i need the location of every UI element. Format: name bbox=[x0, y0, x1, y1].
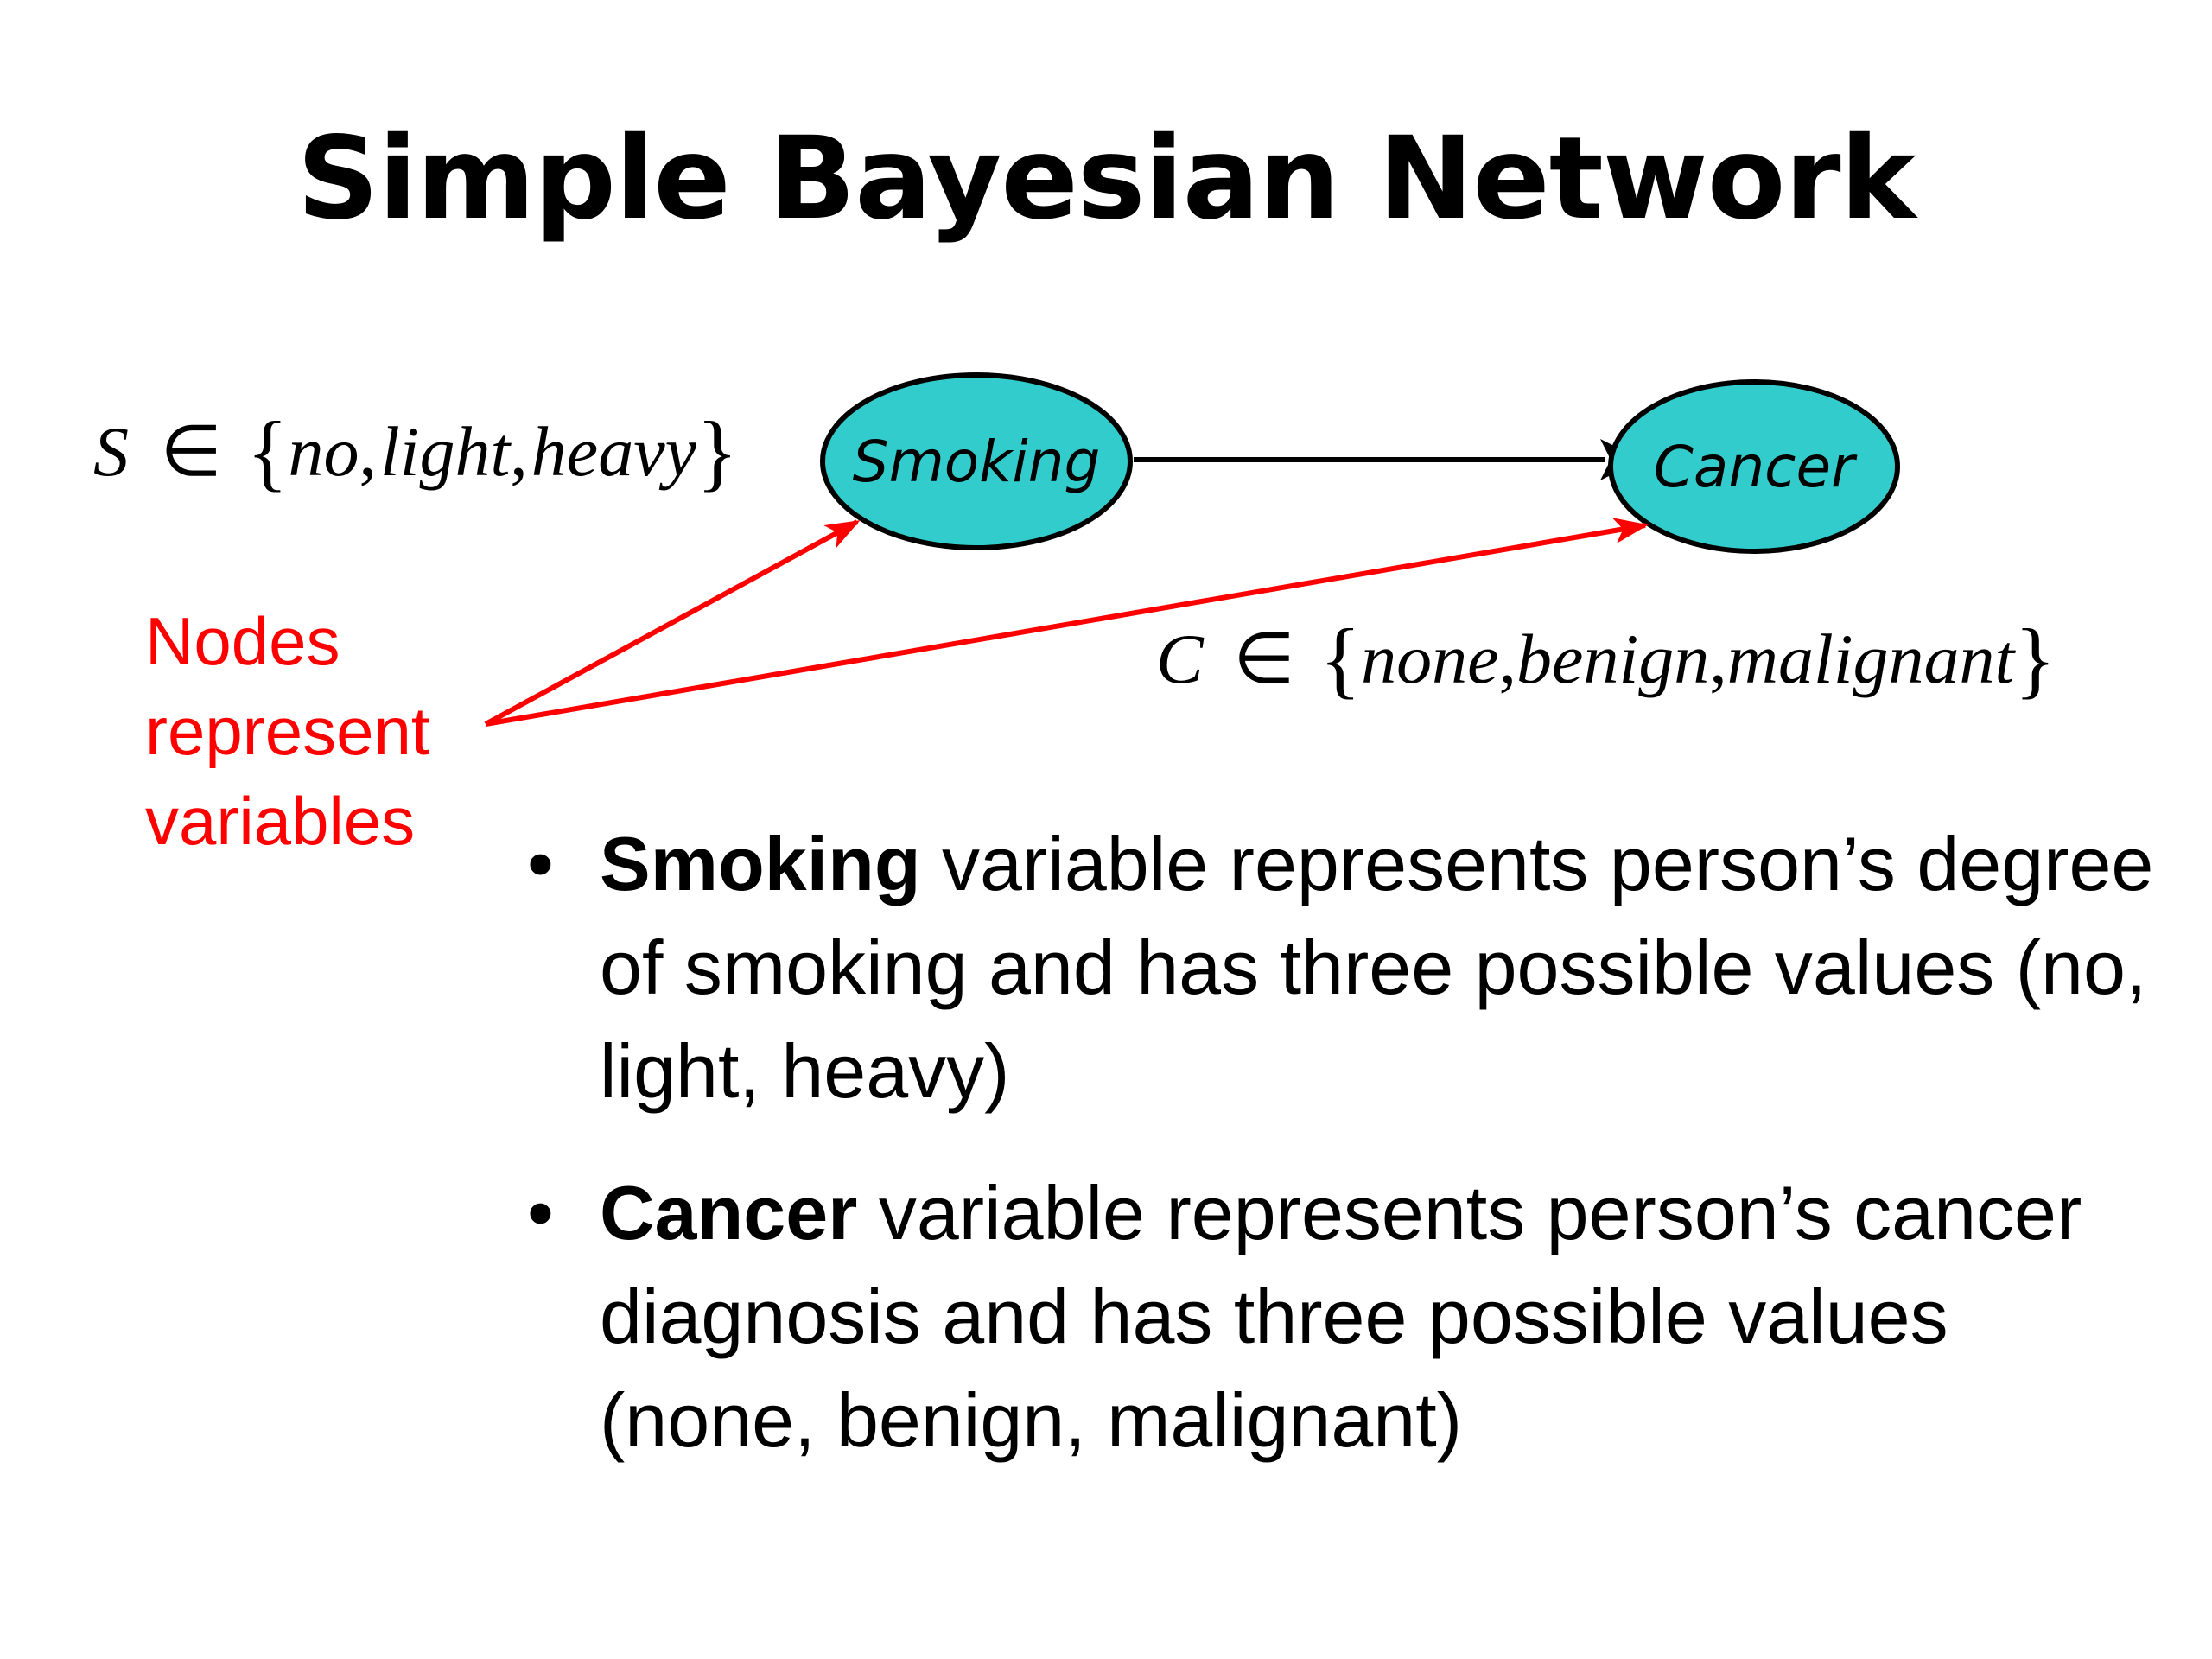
smoking-domain-variable: S bbox=[93, 412, 129, 491]
node-cancer-label: Cancer bbox=[1654, 434, 1858, 500]
node-smoking[interactable]: Smoking bbox=[820, 372, 1133, 550]
bullet-item-cancer: • Cancer variable represents person’s ca… bbox=[527, 1161, 2169, 1472]
cancer-domain-formula: C ∈ {none,benign,malignant} bbox=[1156, 611, 2056, 707]
bullet-list: • Smoking variable represents person’s d… bbox=[527, 812, 2169, 1510]
open-brace: { bbox=[246, 404, 288, 499]
bullet-term: Cancer bbox=[600, 1170, 858, 1255]
bullet-text: variable represents person’s degree of s… bbox=[600, 821, 2154, 1114]
bullet-text: variable represents person’s cancer diag… bbox=[600, 1170, 2082, 1463]
close-brace: } bbox=[2014, 611, 2056, 707]
node-cancer[interactable]: Cancer bbox=[1608, 379, 1900, 554]
nodes-annotation: Nodes represent variables bbox=[145, 596, 430, 866]
pointer-arrow-to-smoking bbox=[484, 519, 861, 727]
node-smoking-label: Smoking bbox=[853, 429, 1101, 495]
cancer-value-2: malignant bbox=[1727, 620, 2017, 698]
cancer-value-0: none bbox=[1361, 620, 1498, 698]
annotation-line: variables bbox=[145, 783, 416, 859]
smoking-domain-formula: S ∈ {no,light,heavy} bbox=[93, 404, 738, 499]
smoking-value-1: light bbox=[380, 412, 512, 491]
pointer-arrow-to-cancer bbox=[485, 518, 1649, 727]
bullet-item-smoking: • Smoking variable represents person’s d… bbox=[527, 812, 2169, 1123]
cancer-value-1: benign bbox=[1516, 620, 1709, 698]
bullet-dot-icon: • bbox=[527, 821, 554, 906]
element-of-symbol: ∈ bbox=[161, 412, 222, 491]
annotation-line: represent bbox=[145, 693, 430, 769]
open-brace: { bbox=[1319, 611, 1361, 707]
annotation-line: Nodes bbox=[145, 603, 340, 679]
close-brace: } bbox=[696, 404, 738, 499]
cancer-domain-variable: C bbox=[1156, 620, 1205, 698]
element-of-symbol: ∈ bbox=[1233, 620, 1294, 698]
slide-title: Simple Bayesian Network bbox=[296, 112, 1916, 245]
bullet-dot-icon: • bbox=[527, 1170, 554, 1255]
bullet-term: Smoking bbox=[600, 821, 921, 906]
smoking-value-0: no bbox=[288, 412, 359, 491]
smoking-value-2: heavy bbox=[531, 412, 697, 491]
